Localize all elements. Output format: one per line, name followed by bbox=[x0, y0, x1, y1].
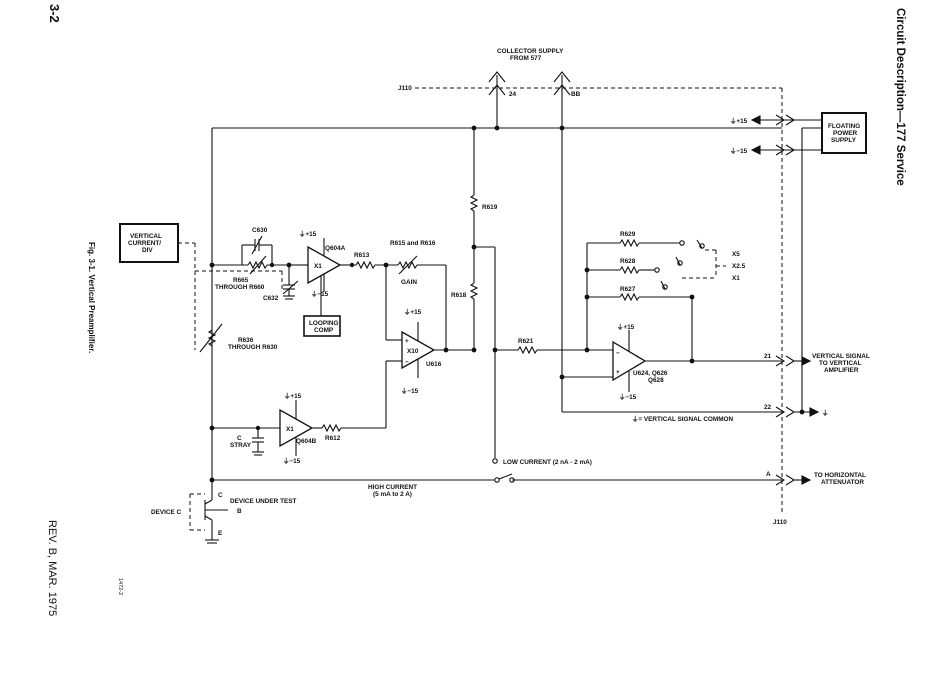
label-to-horiz-1: TO HORIZONTAL bbox=[814, 472, 866, 479]
label-low-current: LOW CURRENT (2 nA - 2 mA) bbox=[503, 459, 592, 466]
label-vs-to-3: AMPLIFIER bbox=[824, 367, 859, 374]
label-r613: R613 bbox=[354, 252, 370, 259]
label-r636: R636 bbox=[238, 337, 254, 344]
label-x1-c: X1 bbox=[732, 275, 740, 282]
label-j110-bottom: J110 bbox=[773, 519, 787, 526]
label-j110-top: J110 bbox=[398, 85, 412, 92]
label-q604b: Q604B bbox=[296, 438, 317, 445]
label-minus15-q604a: ⏚−15 bbox=[311, 290, 329, 298]
label-high-current-1: HIGH CURRENT bbox=[368, 484, 417, 491]
label-plus15-q604a: ⏚+15 bbox=[299, 230, 317, 238]
label-plus15-u616: ⏚+15 bbox=[404, 308, 422, 316]
label-u616-minus: − bbox=[405, 359, 409, 366]
label-pin-24: 24 bbox=[509, 91, 517, 98]
label-looping-2: COMP bbox=[314, 327, 334, 334]
page-number: 3-2 bbox=[47, 4, 62, 23]
label-minus15-q604b: ⏚−15 bbox=[283, 457, 301, 465]
label-c630: C630 bbox=[252, 227, 268, 234]
label-common: ⏚= VERTICAL SIGNAL COMMON bbox=[632, 415, 734, 423]
label-r618: R618 bbox=[451, 292, 467, 299]
label-stray: STRAY bbox=[230, 442, 252, 449]
label-q628: Q628 bbox=[648, 377, 664, 384]
label-floating-ps-1: FLOATING bbox=[828, 123, 860, 130]
label-q604a: Q604A bbox=[325, 245, 346, 252]
label-r665: R665 bbox=[233, 277, 249, 284]
label-gnd-out: ⏚ bbox=[822, 409, 828, 417]
label-c-stray: C bbox=[237, 435, 242, 442]
label-pin-22: 22 bbox=[764, 404, 772, 411]
label-minus15-u624: ⏚−15 bbox=[619, 393, 637, 401]
label-x5: X5 bbox=[732, 251, 740, 258]
label-from-577: FROM 577 bbox=[510, 55, 542, 62]
label-x1-a: X1 bbox=[314, 263, 322, 270]
revision-note: REV. B, MAR. 1975 bbox=[46, 520, 58, 617]
label-u624: U624, Q626 bbox=[633, 370, 668, 377]
label-pin-c: C bbox=[218, 492, 223, 499]
label-looping-1: LOOPING bbox=[309, 320, 338, 327]
label-r628: R628 bbox=[620, 258, 636, 265]
label-floating-ps-3: SUPPLY bbox=[831, 137, 857, 144]
label-high-current-2: (5 mA to 2 A) bbox=[373, 491, 412, 498]
label-vcd-2: CURRENT/ bbox=[128, 240, 161, 247]
label-u616: U616 bbox=[426, 361, 442, 368]
label-minus15-ps: ⏚−15 bbox=[730, 147, 748, 155]
label-through-r660: THROUGH R660 bbox=[215, 284, 265, 291]
label-u624-plus: + bbox=[616, 369, 620, 376]
label-x1-b: X1 bbox=[286, 426, 294, 433]
label-r629: R629 bbox=[620, 231, 636, 238]
label-collector-supply: COLLECTOR SUPPLY bbox=[497, 48, 564, 55]
section-title: Circuit Description—177 Service bbox=[894, 8, 906, 186]
label-x2-5: X2.5 bbox=[732, 263, 746, 270]
label-vcd-1: VERTICAL bbox=[130, 233, 162, 240]
label-r615-616: R615 and R616 bbox=[390, 240, 436, 247]
label-minus15-u616: ⏚−15 bbox=[401, 387, 419, 395]
label-plus15-ps: ⏚+15 bbox=[730, 117, 748, 125]
drawing-number: 1472-2 bbox=[117, 578, 123, 596]
label-vcd-3: DIV bbox=[142, 247, 153, 254]
label-u624-minus: − bbox=[616, 350, 620, 357]
label-dut: DEVICE UNDER TEST bbox=[230, 498, 296, 505]
label-r627: R627 bbox=[620, 286, 636, 293]
label-pin-a: A bbox=[766, 471, 771, 478]
label-device-c: DEVICE C bbox=[151, 509, 182, 516]
label-plus15-q604b: ⏚+15 bbox=[284, 392, 302, 400]
label-c632: C632 bbox=[263, 295, 279, 302]
label-pin-21: 21 bbox=[764, 353, 772, 360]
label-floating-ps-2: POWER bbox=[833, 130, 858, 137]
label-gain: GAIN bbox=[401, 279, 417, 286]
label-x10: X10 bbox=[407, 348, 419, 355]
label-r612: R612 bbox=[325, 435, 341, 442]
label-pin-e: E bbox=[218, 530, 223, 537]
label-r619: R619 bbox=[482, 204, 498, 211]
label-u616-plus: + bbox=[405, 338, 409, 345]
label-vs-to-2: TO VERTICAL bbox=[819, 360, 862, 367]
label-r621: R621 bbox=[518, 338, 534, 345]
label-through-r630: THROUGH R630 bbox=[228, 344, 278, 351]
figure-caption: Fig. 3-1. Vertical Preamplifier. bbox=[87, 242, 96, 354]
label-pin-b: B bbox=[237, 508, 242, 515]
label-to-horiz-2: ATTENUATOR bbox=[821, 479, 864, 486]
label-plus15-u624: ⏚+15 bbox=[617, 323, 635, 331]
label-vs-to-1: VERTICAL SIGNAL bbox=[812, 353, 870, 360]
label-pin-bb: BB bbox=[571, 91, 581, 98]
